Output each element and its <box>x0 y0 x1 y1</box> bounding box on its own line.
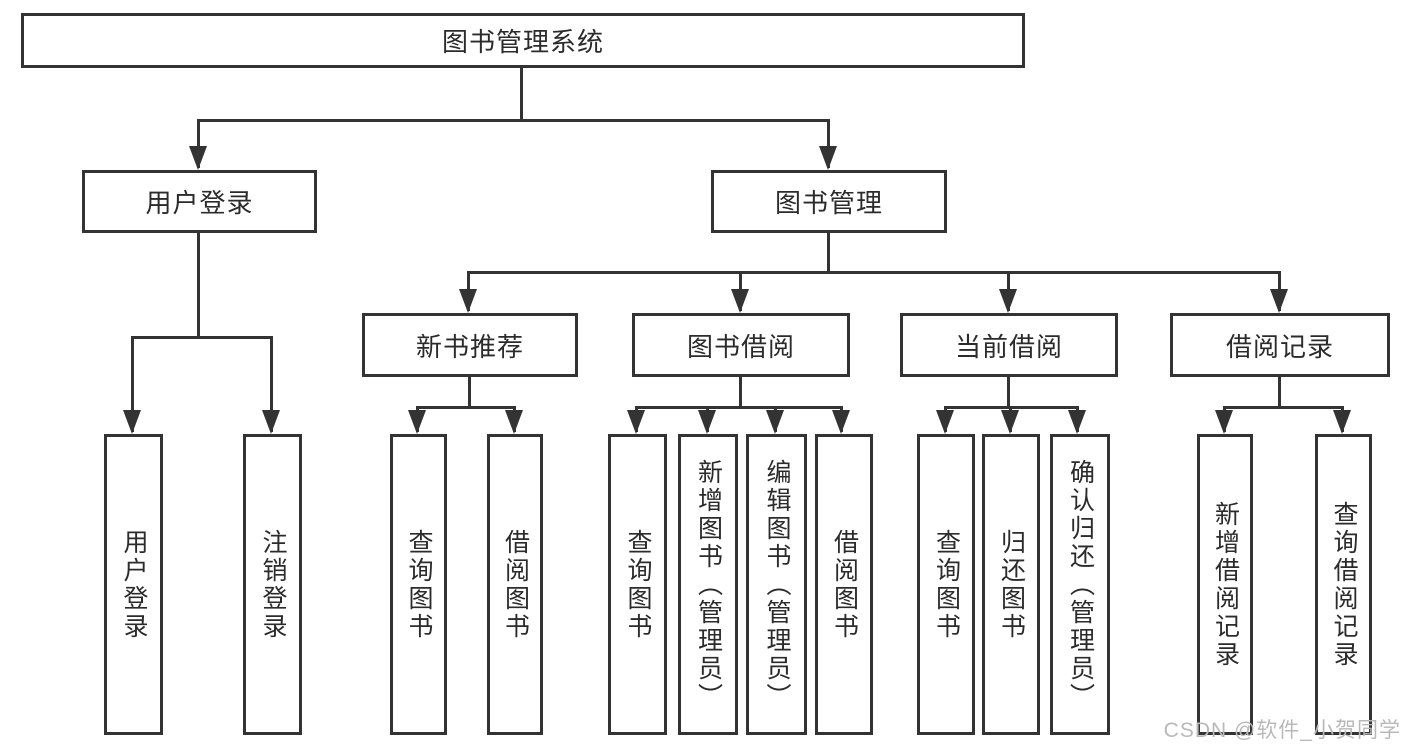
connector-line <box>197 119 830 122</box>
leaf-nbr-query-books: 查询图书 <box>390 434 447 735</box>
arrow-down-icon <box>1068 410 1086 434</box>
leaf-logout-label: 注销登录 <box>259 528 287 641</box>
node-current-borrowing-label: 当前借阅 <box>954 331 1063 362</box>
leaf-cb-return-books: 归还图书 <box>982 434 1040 735</box>
connector-line <box>416 406 516 409</box>
connector-line <box>739 377 742 409</box>
arrow-down-icon <box>1215 410 1233 434</box>
connector-line <box>520 68 523 121</box>
leaf-br-add-record-label: 新增借阅记录 <box>1211 500 1240 669</box>
arrow-down-icon <box>936 410 954 434</box>
leaf-bb-add-books-admin: 新增图书（管理员） <box>678 434 738 735</box>
arrow-down-icon <box>766 410 784 434</box>
node-book-management-label: 图书管理 <box>774 188 883 218</box>
arrow-down-icon <box>819 146 837 170</box>
leaf-bb-edit-books-admin-label: 编辑图书（管理员） <box>763 458 791 711</box>
arrow-down-icon <box>999 289 1017 313</box>
arrow-down-icon <box>505 410 523 434</box>
node-root: 图书管理系统 <box>21 13 1025 68</box>
node-user-login: 用户登录 <box>82 170 317 233</box>
leaf-cb-return-books-label: 归还图书 <box>997 528 1026 641</box>
csdn-watermark: CSDN @软件_小贺同学 <box>1163 719 1401 742</box>
connector-line <box>1278 377 1281 409</box>
connector-line <box>197 233 200 339</box>
leaf-bb-query-books: 查询图书 <box>608 434 667 735</box>
arrow-down-icon <box>262 410 280 434</box>
leaf-bb-edit-books-admin: 编辑图书（管理员） <box>746 434 807 735</box>
node-borrow-records: 借阅记录 <box>1170 313 1390 377</box>
arrow-down-icon <box>1333 410 1351 434</box>
leaf-nbr-borrow-books: 借阅图书 <box>487 434 543 735</box>
leaf-nbr-borrow-books-label: 借阅图书 <box>501 528 530 641</box>
node-borrow-records-label: 借阅记录 <box>1225 331 1334 362</box>
connector-line <box>468 377 471 409</box>
leaf-bb-borrow-books-label: 借阅图书 <box>830 528 859 641</box>
leaf-user-login: 用户登录 <box>104 434 163 735</box>
connector-line <box>1223 406 1343 409</box>
leaf-user-login-label: 用户登录 <box>120 528 148 641</box>
node-book-management: 图书管理 <box>711 170 947 233</box>
leaf-br-query-record-label: 查询借阅记录 <box>1330 500 1358 669</box>
connector-line <box>131 336 273 339</box>
node-user-login-label: 用户登录 <box>145 188 254 218</box>
arrow-down-icon <box>408 410 426 434</box>
arrow-down-icon <box>627 410 645 434</box>
leaf-cb-confirm-return-admin-label: 确认归还（管理员） <box>1066 458 1095 711</box>
leaf-cb-query-books-label: 查询图书 <box>932 528 961 641</box>
node-new-book-recommend-label: 新书推荐 <box>415 331 524 362</box>
leaf-br-query-record: 查询借阅记录 <box>1315 434 1372 735</box>
connector-line <box>467 271 1281 274</box>
leaf-bb-borrow-books: 借阅图书 <box>815 434 873 735</box>
connector-line <box>131 336 134 432</box>
connector-line <box>1007 377 1010 409</box>
arrow-down-icon <box>123 410 141 434</box>
connector-line <box>827 233 830 274</box>
arrow-down-icon <box>832 410 850 434</box>
arrow-down-icon <box>1001 410 1019 434</box>
node-new-book-recommend: 新书推荐 <box>362 313 578 377</box>
arrow-down-icon <box>459 289 477 313</box>
arrow-down-icon <box>189 146 207 170</box>
connector-line <box>270 336 273 432</box>
arrow-down-icon <box>1270 289 1288 313</box>
node-root-label: 图书管理系统 <box>441 27 604 57</box>
leaf-bb-add-books-admin-label: 新增图书（管理员） <box>694 458 723 711</box>
node-book-borrowing: 图书借阅 <box>632 313 850 377</box>
arrow-down-icon <box>698 410 716 434</box>
leaf-nbr-query-books-label: 查询图书 <box>405 528 433 641</box>
arrow-down-icon <box>731 289 749 313</box>
connector-line <box>197 119 200 168</box>
leaf-logout: 注销登录 <box>243 434 302 735</box>
leaf-bb-query-books-label: 查询图书 <box>624 528 652 641</box>
leaf-cb-confirm-return-admin: 确认归还（管理员） <box>1050 434 1110 735</box>
connector-line <box>635 406 843 409</box>
leaf-cb-query-books: 查询图书 <box>917 434 975 735</box>
node-book-borrowing-label: 图书借阅 <box>686 331 795 362</box>
connector-line <box>827 119 830 168</box>
leaf-br-add-record: 新增借阅记录 <box>1197 434 1253 735</box>
node-current-borrowing: 当前借阅 <box>900 313 1118 377</box>
